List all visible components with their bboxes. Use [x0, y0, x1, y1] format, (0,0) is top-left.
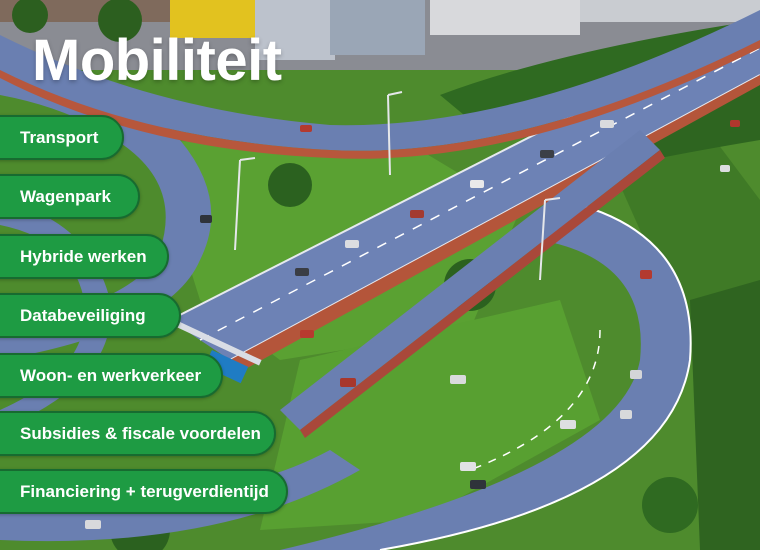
menu-item-label: Financiering + terugverdientijd: [20, 481, 269, 501]
menu-item-label: Subsidies & fiscale voordelen: [20, 423, 261, 443]
menu-item-wagenpark[interactable]: Wagenpark: [0, 174, 140, 219]
page-title: Mobiliteit: [32, 28, 282, 93]
menu-item-label: Databeveiliging: [20, 305, 146, 325]
menu-item-woon-werkverkeer[interactable]: Woon- en werkverkeer: [0, 353, 223, 398]
menu-item-label: Woon- en werkverkeer: [20, 365, 202, 385]
menu-item-databeveiliging[interactable]: Databeveiliging: [0, 293, 181, 338]
menu-item-financiering-terugverdientijd[interactable]: Financiering + terugverdientijd: [0, 469, 288, 514]
menu-item-label: Hybride werken: [20, 246, 147, 266]
menu-item-transport[interactable]: Transport: [0, 115, 124, 160]
menu-item-subsidies-fiscale-voordelen[interactable]: Subsidies & fiscale voordelen: [0, 411, 276, 456]
menu-item-label: Wagenpark: [20, 186, 112, 206]
menu-item-label: Transport: [20, 127, 99, 147]
menu-item-hybride-werken[interactable]: Hybride werken: [0, 234, 169, 279]
